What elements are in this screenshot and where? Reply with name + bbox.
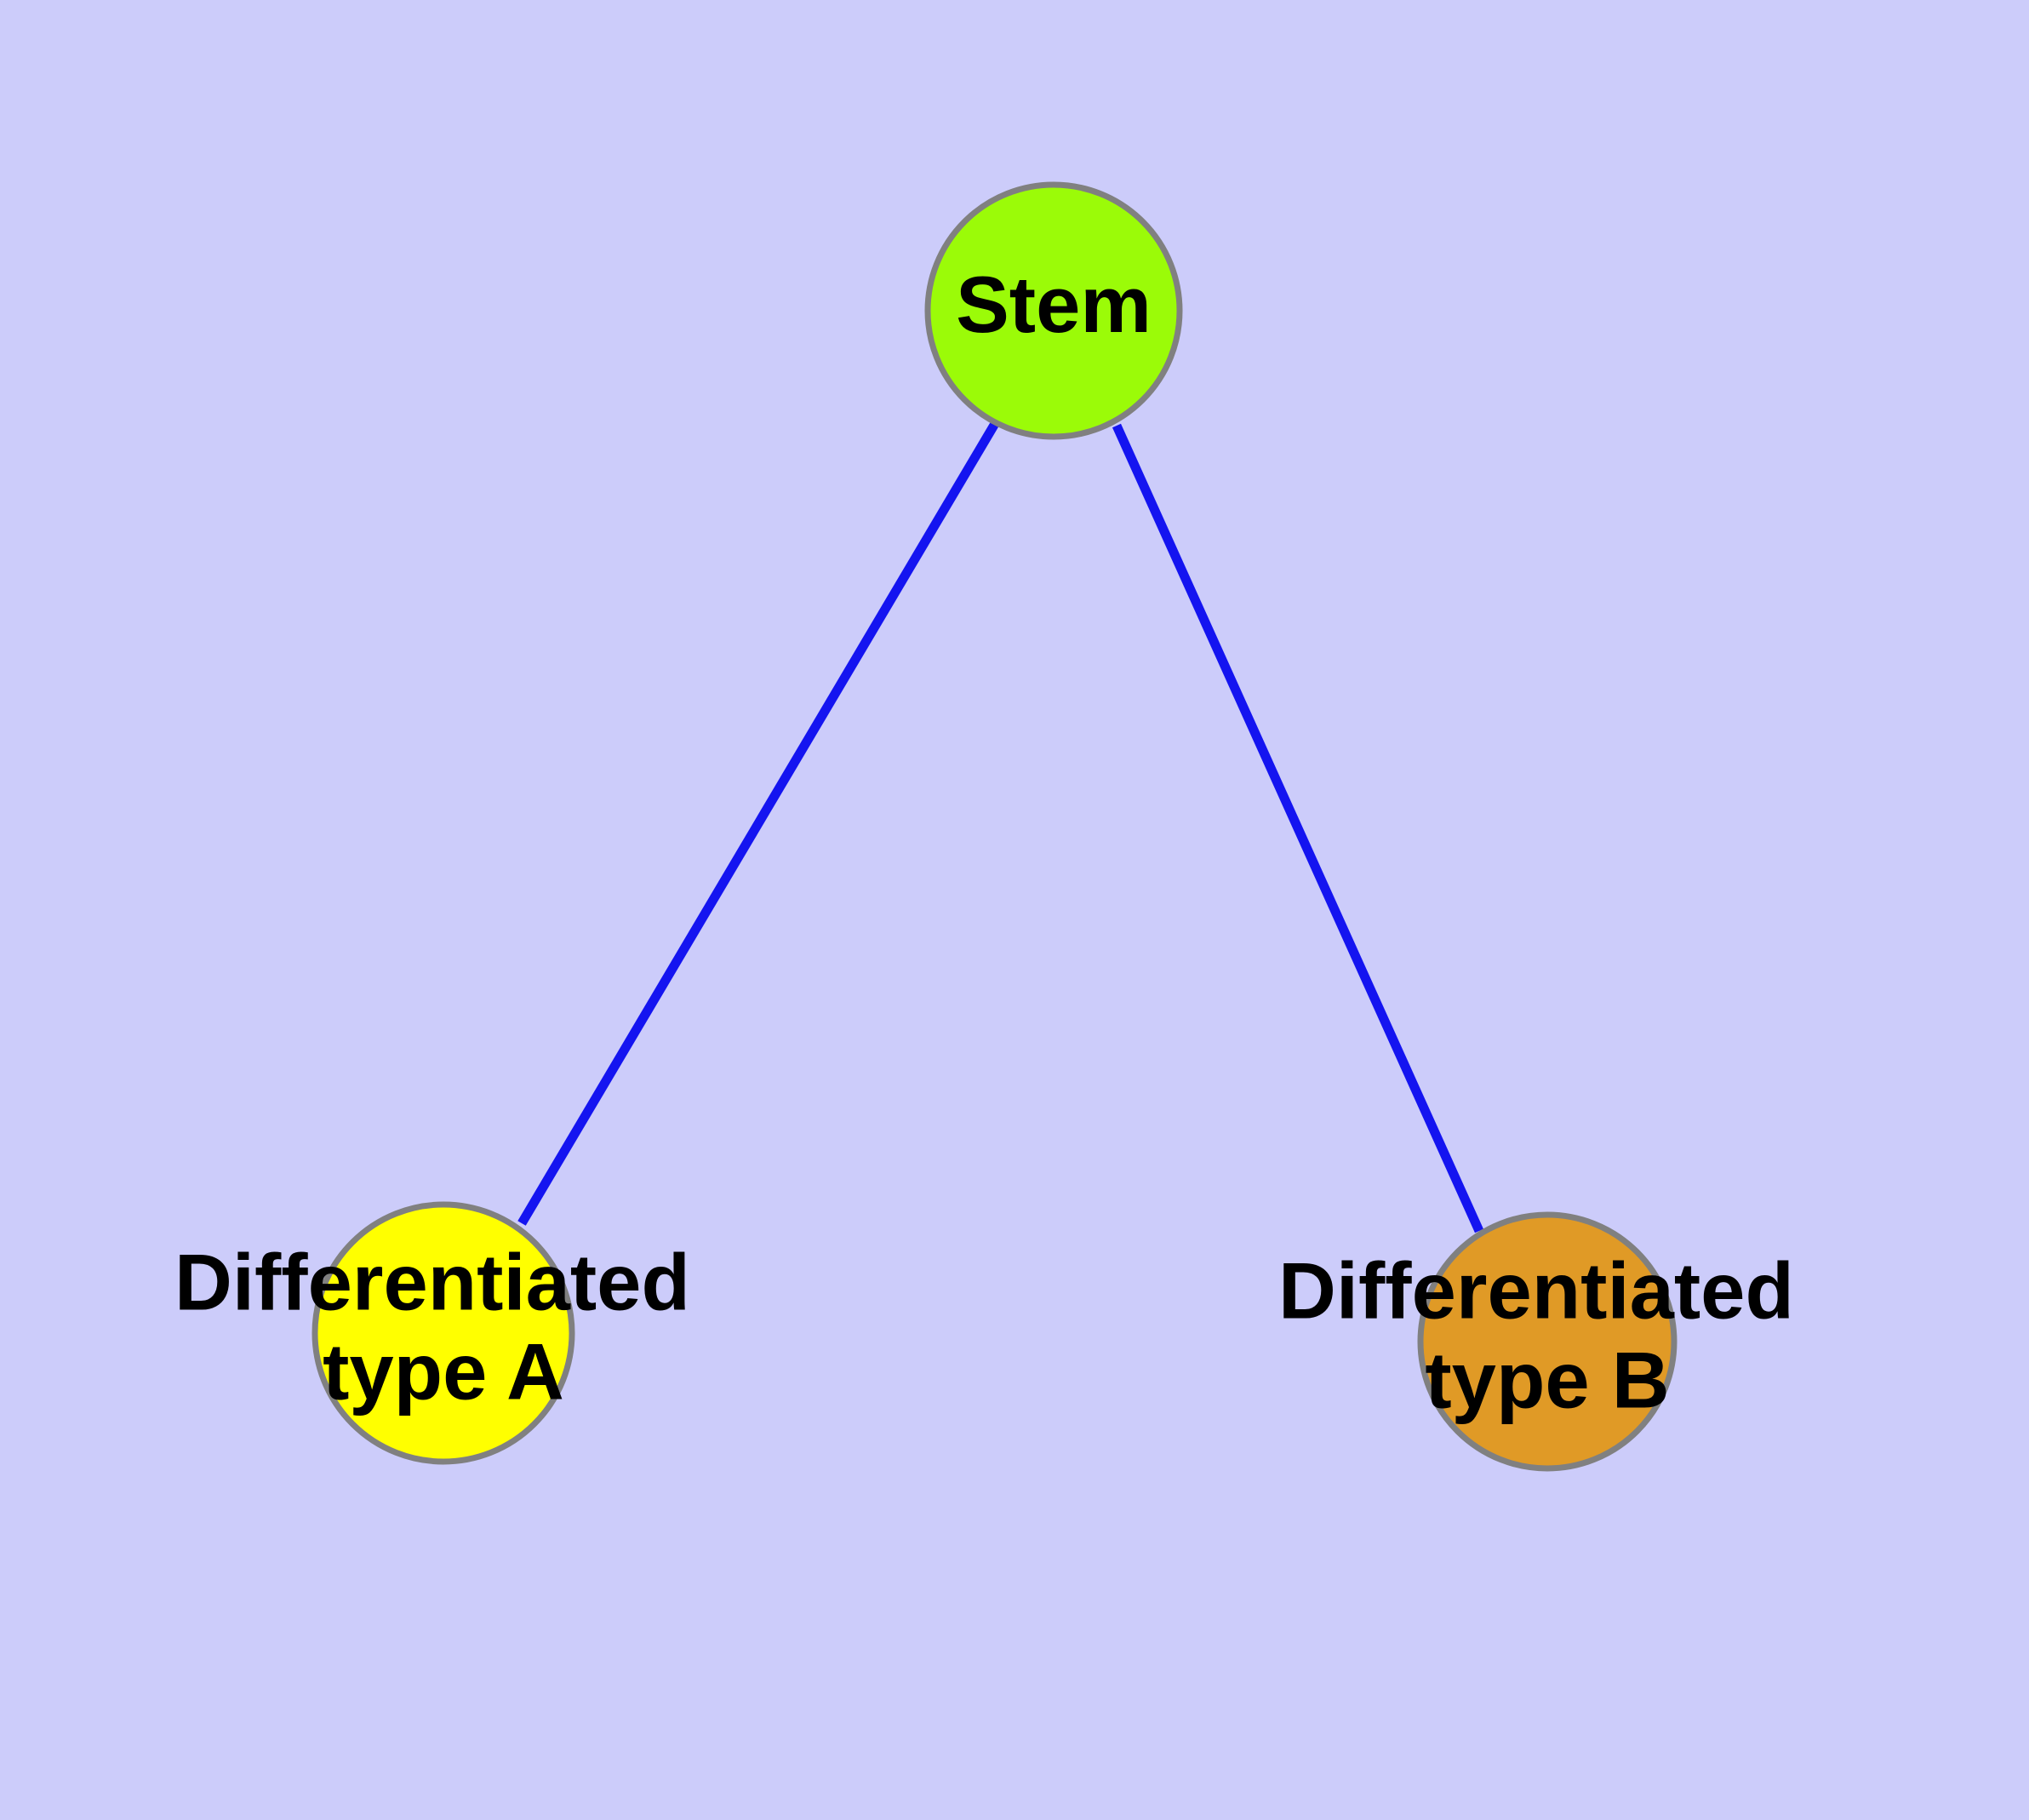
- node-differentiated-type-b-circle[interactable]: [1417, 1211, 1677, 1472]
- node-differentiated-type-b-label-line-1: Differentiated: [1278, 1245, 1794, 1335]
- node-stem[interactable]: Stem: [924, 181, 1183, 440]
- edge-stem-to-differentiated-type-b[interactable]: [1112, 423, 1484, 1233]
- edge-stem-to-differentiated-type-a[interactable]: [517, 420, 1000, 1226]
- node-differentiated-type-a[interactable]: Differentiated type A: [174, 1201, 712, 1465]
- node-stem-label: Stem: [956, 260, 1152, 349]
- nodes-layer: Stem Differentiated type A Differentiate…: [174, 181, 1816, 1472]
- edges-layer: [517, 420, 1484, 1233]
- node-stem-label-line-1: Stem: [956, 260, 1152, 349]
- node-differentiated-type-a-label: Differentiated type A: [174, 1237, 712, 1416]
- node-differentiated-type-a-label-line-1: Differentiated: [174, 1237, 690, 1326]
- node-differentiated-type-b-label: Differentiated type B: [1278, 1245, 1816, 1424]
- node-differentiated-type-b-label-line-2: type B: [1425, 1335, 1669, 1424]
- node-differentiated-type-b[interactable]: Differentiated type B: [1278, 1211, 1816, 1472]
- node-stem-circle[interactable]: [924, 181, 1183, 440]
- node-differentiated-type-a-label-line-2: type A: [323, 1326, 564, 1416]
- node-differentiated-type-a-circle[interactable]: [311, 1201, 575, 1465]
